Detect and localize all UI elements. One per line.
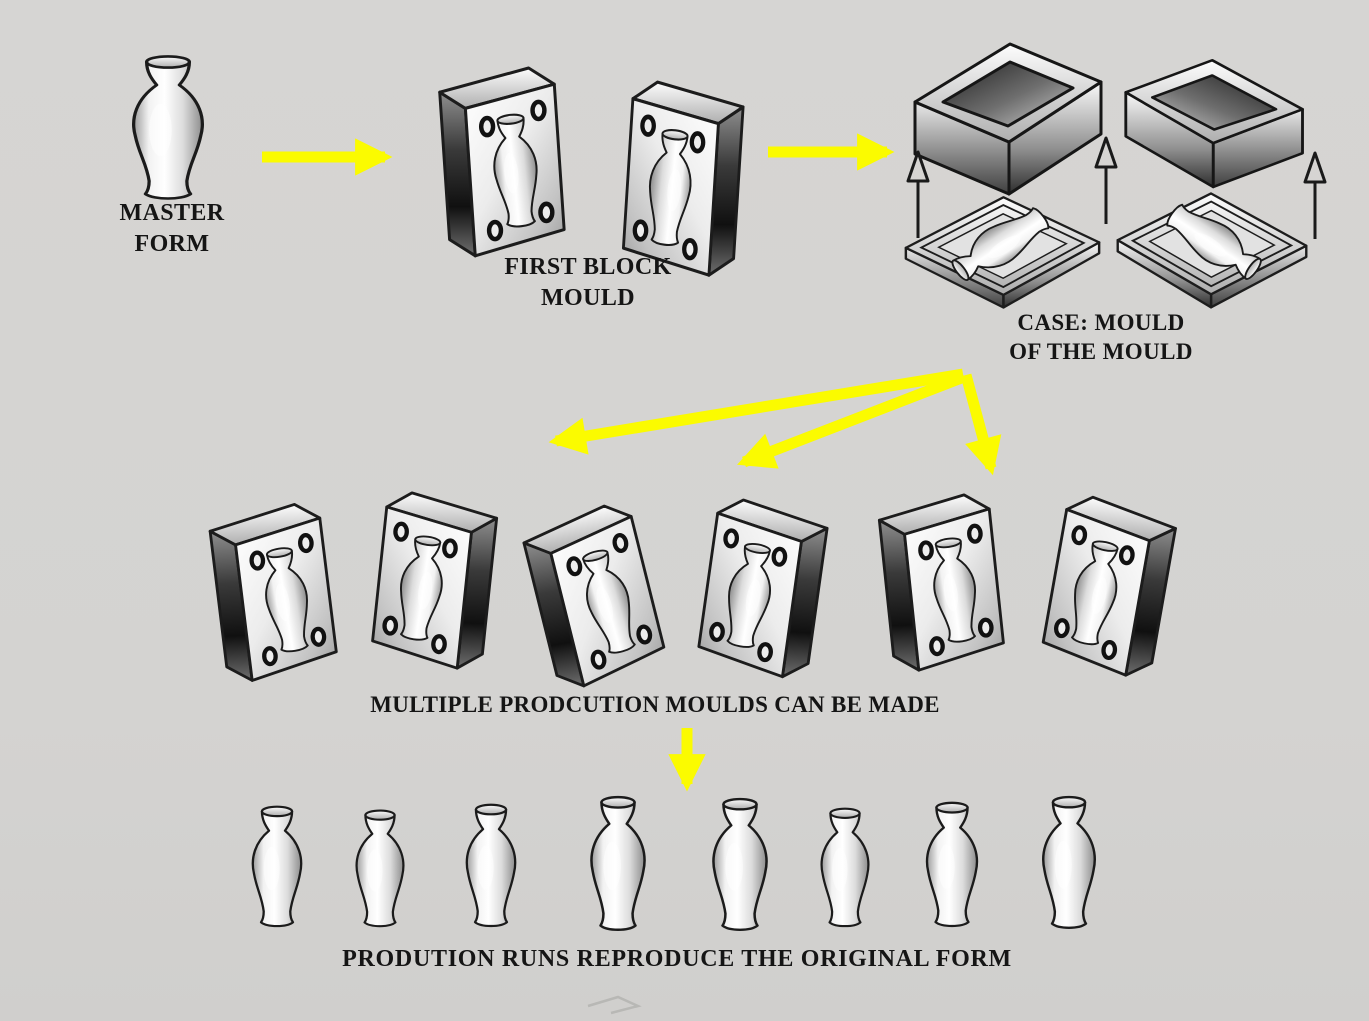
master-form-vase [124,52,212,202]
production-mould-icon [360,489,519,690]
lift-arrow-icon [903,150,933,240]
case-box-icon [1124,58,1304,189]
case-box-right [1122,40,1312,192]
produced-vase-icon [820,807,870,928]
arrow-case-to-mould-2 [737,371,966,469]
vase-icon [132,54,204,201]
case-tray-icon [1118,193,1307,307]
production-mould-icon [499,496,683,715]
produced-vase-icon [925,801,979,928]
produced-vase-icon [1042,795,1096,930]
production-mould-icon [684,495,849,701]
produced-vase-icon [251,805,303,928]
production-vases-row [230,793,1130,943]
lift-arrow-icon [1300,151,1330,241]
production-runs-label: PRODUTION RUNS REPRODUCE THE ORIGINAL FO… [342,946,1012,972]
production-moulds-row [185,486,1195,691]
first-block-mould-label: FIRST BLOCK MOULD [504,254,672,311]
arrow-case-to-mould-3 [960,373,1002,476]
produced-vase-icon [355,809,405,928]
pencil-squiggle [587,995,642,1015]
master-form-label: MASTER FORM [119,200,225,257]
case-tray-icon [906,197,1099,307]
case-mould-label: CASE: MOULD OF THE MOULD [1009,310,1193,365]
block-mould-icon [623,82,743,275]
lift-arrow-icon [1091,136,1121,226]
case-box-left [905,20,1105,200]
arrow-case-to-mould-1 [548,368,964,455]
produced-vase-icon [712,797,768,932]
production-mould-icon [1027,491,1199,702]
produced-vase-icon [590,795,646,931]
production-mould-icon [188,500,350,704]
production-mould-icon [858,491,1017,692]
case-tray-right [1112,186,1312,312]
block-mould-icon [440,68,564,256]
case-box-icon [913,42,1103,196]
first-block-mould-left [418,66,576,278]
multiple-moulds-label: MULTIPLE PRODCUTION MOULDS CAN BE MADE [370,692,940,717]
produced-vase-icon [465,803,517,928]
